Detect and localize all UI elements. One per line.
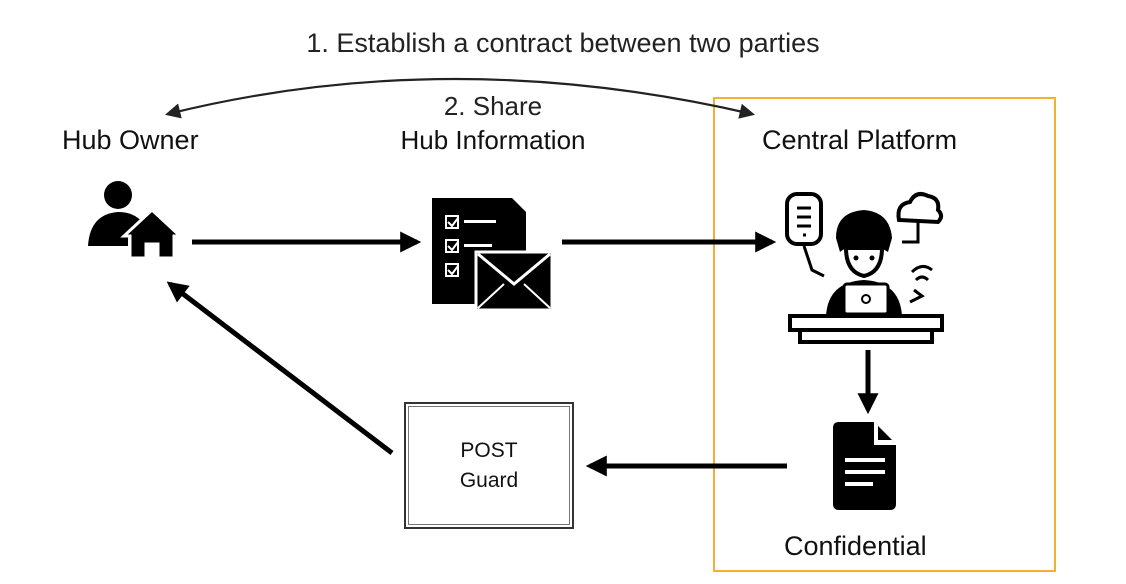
central-platform-frame <box>713 97 1056 572</box>
confidential-label: Confidential <box>784 531 927 561</box>
hub-owner-label: Hub Owner <box>62 125 199 155</box>
post-guard-label-line2: Guard <box>459 468 519 492</box>
document-icon <box>833 422 896 510</box>
post-guard-box: POST Guard <box>404 402 574 529</box>
checklist-envelope-icon <box>432 198 554 312</box>
person-with-house-icon <box>88 181 184 260</box>
post-guard-label-line1: POST <box>460 438 518 462</box>
share-label-line2: Hub Information <box>400 125 586 155</box>
share-label-line1: 2. Share <box>443 91 543 121</box>
arrow-postguard-to-hubowner <box>166 281 394 455</box>
contract-label: 1. Establish a contract between two part… <box>306 28 820 58</box>
contract-arrow <box>165 77 756 119</box>
central-platform-label: Central Platform <box>762 125 958 155</box>
operator-at-desk-icon <box>785 192 944 344</box>
